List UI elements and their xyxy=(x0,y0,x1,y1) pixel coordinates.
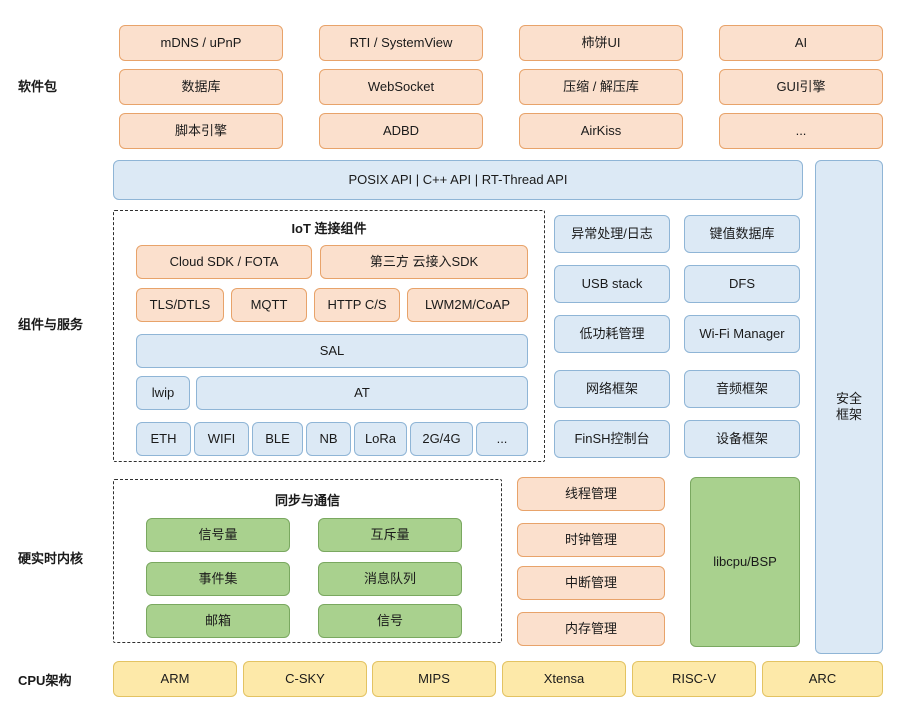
iot-link-more[interactable]: ... xyxy=(476,422,528,456)
iot-sal[interactable]: SAL xyxy=(136,334,528,368)
iot-link-2g4g[interactable]: 2G/4G xyxy=(410,422,473,456)
layer-label-software-packages: 软件包 xyxy=(18,79,58,94)
iot-link-wifi[interactable]: WIFI xyxy=(194,422,249,456)
iot-link-lora[interactable]: LoRa xyxy=(354,422,407,456)
kernel-sync-group xyxy=(113,479,502,643)
package-rti-systemview[interactable]: RTI / SystemView xyxy=(319,25,483,61)
kernel-sync-title: 同步与通信 xyxy=(274,493,340,508)
kernel-semaphore[interactable]: 信号量 xyxy=(146,518,290,552)
package-adbd[interactable]: ADBD xyxy=(319,113,483,149)
cpu-arm[interactable]: ARM xyxy=(113,661,237,697)
cpu-risc-v[interactable]: RISC-V xyxy=(632,661,756,697)
layer-label-hard-realtime-kernel: 硬实时内核 xyxy=(18,551,84,566)
kernel-message-queue[interactable]: 消息队列 xyxy=(318,562,462,596)
service-kv-database[interactable]: 键值数据库 xyxy=(684,215,800,253)
kernel-memory-management[interactable]: 内存管理 xyxy=(517,612,665,646)
iot-link-ble[interactable]: BLE xyxy=(252,422,303,456)
iot-third-party-cloud-sdk[interactable]: 第三方 云接入SDK xyxy=(320,245,528,279)
service-device-framework[interactable]: 设备框架 xyxy=(684,420,800,458)
iot-http-cs[interactable]: HTTP C/S xyxy=(314,288,400,322)
iot-group-title: IoT 连接组件 xyxy=(291,221,367,236)
package-websocket[interactable]: WebSocket xyxy=(319,69,483,105)
iot-lwm2m-coap[interactable]: LWM2M/CoAP xyxy=(407,288,528,322)
package-mdns-upnp[interactable]: mDNS / uPnP xyxy=(119,25,283,61)
package-shibing-ui[interactable]: 柿饼UI xyxy=(519,25,683,61)
kernel-mailbox[interactable]: 邮箱 xyxy=(146,604,290,638)
service-usb-stack[interactable]: USB stack xyxy=(554,265,670,303)
security-framework[interactable]: 安全 框架 xyxy=(815,160,883,654)
package-gui-engine[interactable]: GUI引擎 xyxy=(719,69,883,105)
package-airkiss[interactable]: AirKiss xyxy=(519,113,683,149)
layer-label-components-services: 组件与服务 xyxy=(18,317,84,332)
service-finsh-console[interactable]: FinSH控制台 xyxy=(554,420,670,458)
service-network-framework[interactable]: 网络框架 xyxy=(554,370,670,408)
kernel-event-set[interactable]: 事件集 xyxy=(146,562,290,596)
service-dfs[interactable]: DFS xyxy=(684,265,800,303)
iot-link-nb[interactable]: NB xyxy=(306,422,351,456)
libcpu-bsp[interactable]: libcpu/BSP xyxy=(690,477,800,647)
package-compression[interactable]: 压缩 / 解压库 xyxy=(519,69,683,105)
package-more[interactable]: ... xyxy=(719,113,883,149)
api-bar: POSIX API | C++ API | RT-Thread API xyxy=(113,160,803,200)
iot-tls-dtls[interactable]: TLS/DTLS xyxy=(136,288,224,322)
service-wifi-manager[interactable]: Wi-Fi Manager xyxy=(684,315,800,353)
kernel-clock-management[interactable]: 时钟管理 xyxy=(517,523,665,557)
iot-mqtt[interactable]: MQTT xyxy=(231,288,307,322)
cpu-mips[interactable]: MIPS xyxy=(372,661,496,697)
layer-label-cpu-architecture: CPU架构 xyxy=(18,673,72,688)
service-exception-log[interactable]: 异常处理/日志 xyxy=(554,215,670,253)
iot-connectivity-group xyxy=(113,210,545,462)
kernel-signal[interactable]: 信号 xyxy=(318,604,462,638)
iot-link-eth[interactable]: ETH xyxy=(136,422,191,456)
kernel-thread-management[interactable]: 线程管理 xyxy=(517,477,665,511)
package-script-engine[interactable]: 脚本引擎 xyxy=(119,113,283,149)
iot-at[interactable]: AT xyxy=(196,376,528,410)
kernel-mutex[interactable]: 互斥量 xyxy=(318,518,462,552)
kernel-interrupt-management[interactable]: 中断管理 xyxy=(517,566,665,600)
cpu-xtensa[interactable]: Xtensa xyxy=(502,661,626,697)
service-audio-framework[interactable]: 音频框架 xyxy=(684,370,800,408)
cpu-arc[interactable]: ARC xyxy=(762,661,883,697)
iot-cloud-sdk-fota[interactable]: Cloud SDK / FOTA xyxy=(136,245,312,279)
package-database[interactable]: 数据库 xyxy=(119,69,283,105)
iot-lwip[interactable]: lwip xyxy=(136,376,190,410)
service-low-power[interactable]: 低功耗管理 xyxy=(554,315,670,353)
package-ai[interactable]: AI xyxy=(719,25,883,61)
cpu-c-sky[interactable]: C-SKY xyxy=(243,661,367,697)
